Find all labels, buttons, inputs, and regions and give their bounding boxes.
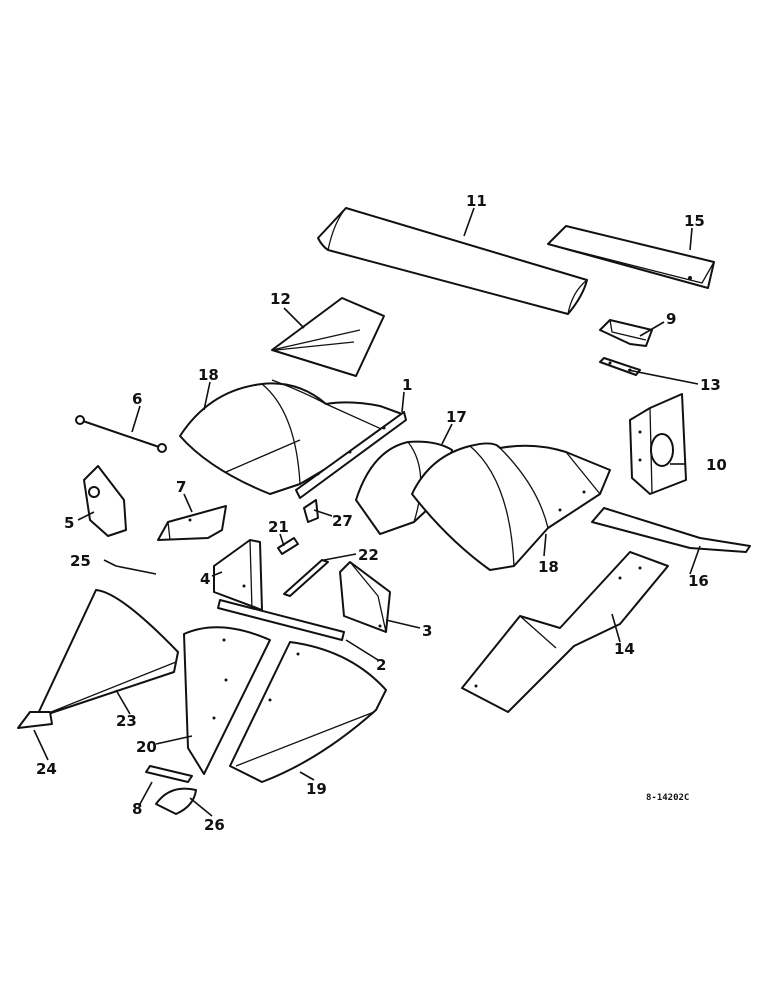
part-4-side-plate [213, 539, 263, 611]
callout-11: 11 [466, 192, 487, 210]
leader-lines [33, 207, 701, 817]
callout-2: 2 [376, 656, 386, 674]
part-11-top-cover [317, 207, 588, 315]
part-9-bracket [599, 319, 653, 347]
callout-1: 1 [402, 376, 412, 394]
part-3-side-plate [339, 561, 391, 633]
part-23-left-shield [35, 589, 179, 719]
callout-22: 22 [358, 546, 379, 564]
part-12-baffle [271, 297, 385, 377]
callout-25: 25 [70, 552, 91, 570]
part-21-clip [277, 537, 299, 555]
part-20-center-shield [183, 626, 271, 775]
callout-18-right: 18 [538, 558, 559, 576]
callout-21: 21 [268, 518, 289, 536]
callout-10: 10 [706, 456, 727, 474]
callout-23: 23 [116, 712, 137, 730]
drawing-code: 8-14202C [646, 793, 689, 803]
part-7-plate [157, 505, 227, 541]
part-15-side-cover [547, 225, 715, 289]
part-10-side-plate [629, 393, 687, 495]
callout-15: 15 [684, 212, 705, 230]
callout-5: 5 [64, 514, 74, 532]
callout-19: 19 [306, 780, 327, 798]
callout-3: 3 [422, 622, 432, 640]
part-18-hood-left [179, 379, 403, 495]
part-1-bar [295, 411, 407, 499]
part-26-scoop [155, 787, 197, 815]
callout-4: 4 [200, 570, 210, 588]
callout-16: 16 [688, 572, 709, 590]
callout-9: 9 [666, 310, 676, 328]
part-18-hood-right [411, 442, 611, 571]
callout-8: 8 [132, 800, 142, 818]
callout-17: 17 [446, 408, 467, 426]
callout-13: 13 [700, 376, 721, 394]
part-27-small-bracket [303, 499, 319, 523]
part-16-skid [591, 507, 751, 553]
part-5-end-bracket [83, 465, 127, 537]
callout-26: 26 [204, 816, 225, 834]
callout-6: 6 [132, 390, 142, 408]
callout-20: 20 [136, 738, 157, 756]
part-6-rod [75, 415, 167, 453]
callout-12: 12 [270, 290, 291, 308]
callout-7: 7 [176, 478, 186, 496]
part-25-chain [115, 565, 157, 575]
part-22-strip [283, 559, 329, 597]
part-19-right-shield [229, 641, 387, 783]
part-13-strap [599, 357, 641, 376]
part-17-hood-front [355, 440, 453, 535]
callout-18-left: 18 [198, 366, 219, 384]
part-2-bar [217, 599, 345, 641]
part-14-base-plate [461, 551, 669, 713]
callout-24: 24 [36, 760, 57, 778]
part-24-tip [17, 711, 53, 729]
callout-labels: 11 15 12 9 13 10 18 1 17 6 5 7 27 21 22 … [36, 192, 727, 834]
part-8-small-bar [145, 765, 193, 783]
callout-14: 14 [614, 640, 635, 658]
callout-27: 27 [332, 512, 353, 530]
